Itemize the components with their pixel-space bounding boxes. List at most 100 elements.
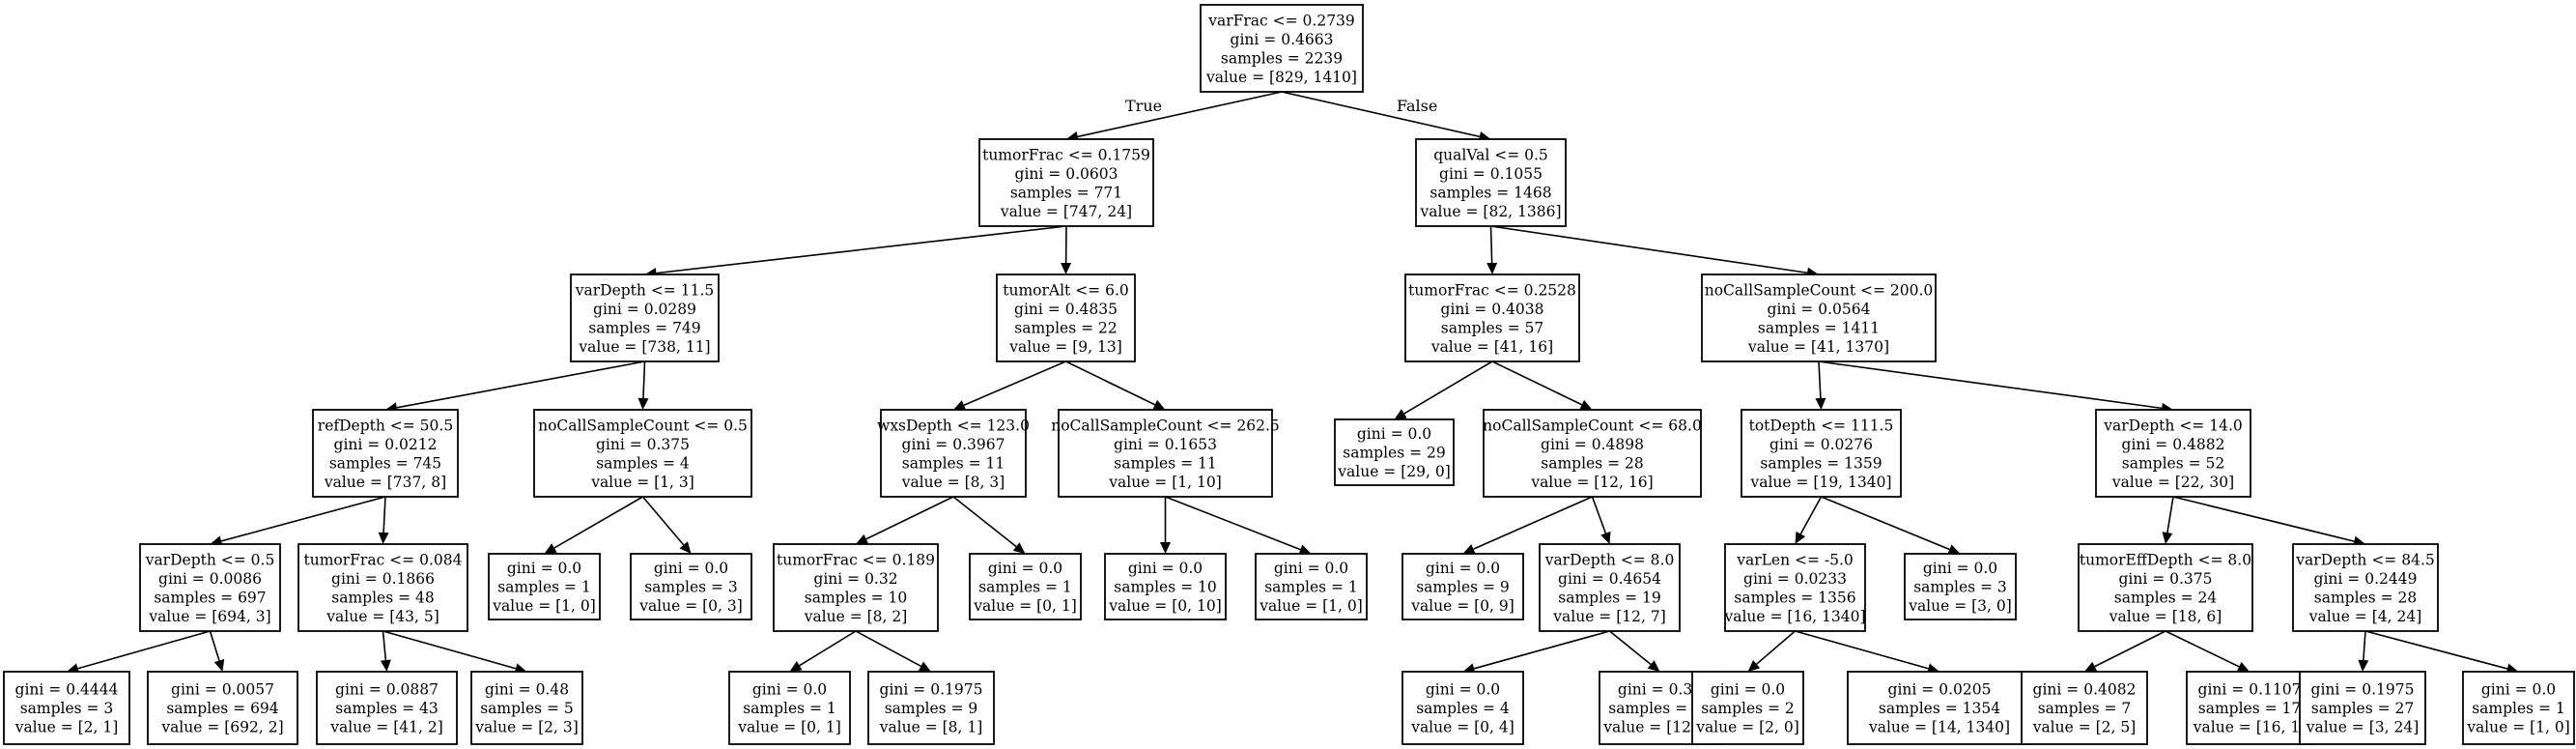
tree-node-line: gini = 0.0	[1357, 425, 1431, 443]
tree-node-line: gini = 0.1055	[1439, 165, 1543, 183]
tree-edge	[382, 496, 386, 533]
tree-node-box	[139, 543, 281, 632]
tree-node-line: gini = 0.0	[1426, 560, 1500, 577]
tree-node-line: varDepth <= 8.0	[1544, 551, 1675, 568]
tree-node-box	[1401, 553, 1524, 620]
tree-edge	[2172, 496, 2355, 542]
tree-edge-arrowhead	[1747, 660, 1761, 672]
tree-node-line: gini = 0.375	[596, 436, 690, 453]
tree-edge	[1490, 225, 1808, 274]
tree-node-line: value = [14, 1340]	[1868, 719, 2010, 736]
tree-node-line: value = [0, 1]	[737, 719, 841, 736]
tree-edge-arrowhead	[918, 661, 931, 672]
tree-edge-arrowhead	[1647, 660, 1660, 672]
tree-edge-arrowhead	[679, 541, 692, 554]
tree-edge	[656, 225, 1067, 274]
tree-node-box	[880, 409, 1027, 498]
tree-node-line: samples = 17	[2198, 700, 2301, 717]
tree-node-line: value = [8, 2]	[804, 608, 908, 625]
tree-node-line: wxsDepth <= 123.0	[877, 417, 1030, 434]
tree-node-line: noCallSampleCount <= 68.0	[1483, 417, 1702, 434]
tree-edge-arrowhead	[789, 661, 803, 672]
tree-edge	[641, 496, 685, 546]
tree-node-line: samples = 2	[1701, 700, 1795, 717]
tree-node-line: value = [2, 1]	[14, 719, 119, 736]
tree-edge-arrowhead	[953, 400, 967, 411]
tree-edge	[2363, 630, 2366, 661]
tree-node-line: samples = 28	[1541, 454, 1643, 472]
tree-node-line: gini = 0.0	[2481, 681, 2556, 699]
tree-node-line: samples = 43	[335, 700, 438, 717]
tree-node-line: gini = 0.375	[2118, 570, 2212, 588]
tree-node-line: gini = 0.1107	[2198, 681, 2302, 699]
tree-edge	[1165, 496, 1301, 551]
tree-node-line: value = [737, 8]	[324, 474, 446, 491]
tree-node-line: samples = 1	[2472, 700, 2565, 717]
tree-node-line: samples = 7	[2038, 700, 2132, 717]
tree-node-line: samples = 3	[1913, 579, 2007, 596]
tree-node-line: tumorFrac <= 0.084	[304, 551, 463, 568]
tree-edge-arrowhead	[1394, 409, 1407, 419]
tree-node-line: tumorAlt <= 6.0	[1003, 281, 1129, 299]
tree-node-line: value = [829, 1410]	[1205, 69, 1357, 86]
tree-edge-arrowhead	[1061, 262, 1072, 274]
tree-node-box	[316, 671, 458, 745]
tree-edge-arrowhead	[1462, 544, 1476, 555]
tree-node-line: gini = 0.0	[1426, 681, 1500, 699]
tree-edge	[1756, 630, 1797, 665]
tree-node-line: samples = 19	[1558, 589, 1660, 606]
tree-node-line: samples = 771	[1010, 184, 1122, 201]
tree-edge	[77, 630, 211, 670]
tree-node-line: value = [0, 3]	[638, 597, 743, 615]
tree-node-line: value = [22, 30]	[2111, 474, 2234, 491]
edge-label-true: True	[1125, 97, 1162, 115]
tree-node-line: gini = 0.0212	[334, 436, 438, 453]
tree-node-line: value = [738, 11]	[578, 338, 710, 356]
tree-node-line: value = [16, 1340]	[1723, 608, 1865, 625]
tree-node-line: gini = 0.0	[1923, 560, 1997, 577]
tree-node-line: samples = 1411	[1758, 319, 1880, 336]
tree-node-line: value = [41, 2]	[329, 719, 443, 736]
tree-edge	[1821, 496, 1950, 551]
tree-node-box	[2462, 671, 2575, 745]
tree-node-box	[1847, 671, 2032, 745]
tree-node-box	[1200, 4, 1364, 93]
tree-node-line: gini = 0.0	[1274, 560, 1348, 577]
tree-node-line: samples = 749	[588, 319, 700, 336]
tree-node-line: samples = 9	[1416, 579, 1510, 596]
tree-node-line: value = [16, 1]	[2193, 719, 2307, 736]
tree-node-line: value = [1, 0]	[2466, 719, 2570, 736]
tree-edge	[209, 630, 220, 661]
tree-node-line: value = [3, 0]	[1908, 597, 2012, 615]
tree-edge	[2165, 630, 2240, 668]
tree-edge-arrowhead	[1579, 399, 1593, 410]
tree-edge	[2364, 630, 2508, 670]
tree-node-line: value = [1, 3]	[590, 474, 694, 491]
tree-edge	[952, 496, 1017, 548]
tree-edge-arrowhead	[1486, 262, 1498, 274]
tree-node-line: gini = 0.0564	[1768, 301, 1871, 318]
tree-node-line: value = [12, 3]	[1602, 719, 1716, 736]
tree-edge	[1608, 630, 1652, 666]
tree-node-line: gini = 0.4663	[1231, 31, 1334, 48]
tree-node-box	[1058, 409, 1273, 498]
tree-edge-arrowhead	[1012, 542, 1026, 554]
tree-edge	[1077, 91, 1283, 138]
tree-edge-arrowhead	[1795, 531, 1806, 544]
tree-node-line: samples = 3	[20, 700, 114, 717]
tree-node-box	[773, 543, 939, 632]
